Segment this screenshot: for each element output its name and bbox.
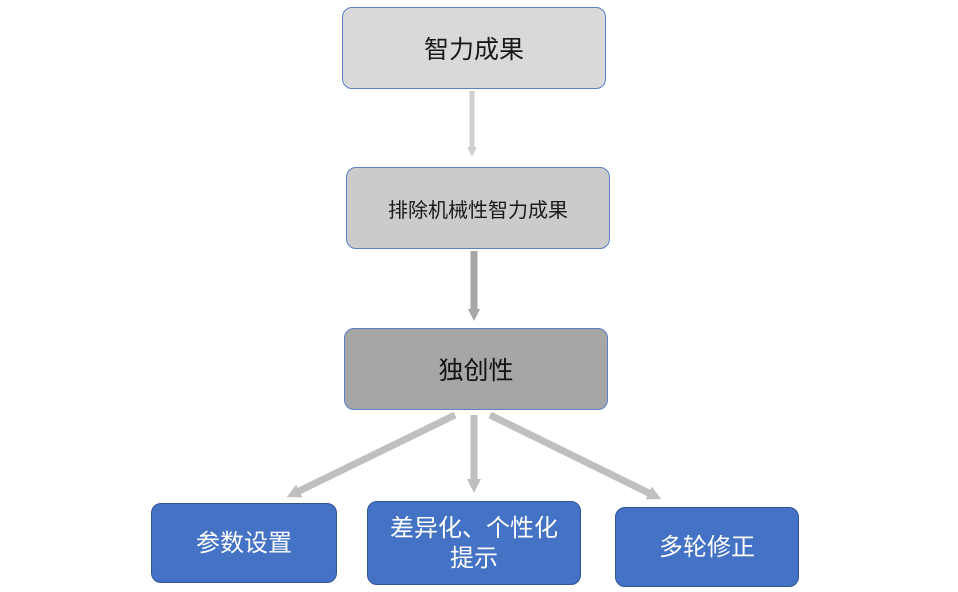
node-multi-round-revision: 多轮修正 bbox=[615, 507, 799, 587]
node-exclude-mechanical: 排除机械性智力成果 bbox=[346, 167, 610, 249]
arrow-third-to-left bbox=[286, 411, 457, 498]
node-intellectual-achievement: 智力成果 bbox=[342, 7, 606, 89]
node-personalized-prompts-line1: 差异化、个性化 bbox=[390, 514, 558, 542]
node-intellectual-achievement-label: 智力成果 bbox=[423, 35, 524, 64]
node-exclude-mechanical-label: 排除机械性智力成果 bbox=[388, 197, 568, 222]
node-originality: 独创性 bbox=[344, 328, 608, 410]
node-parameter-settings: 参数设置 bbox=[151, 503, 337, 583]
node-multi-round-revision-label: 多轮修正 bbox=[659, 533, 755, 561]
node-originality-label: 独创性 bbox=[438, 356, 514, 385]
node-personalized-prompts: 差异化、个性化 提示 bbox=[367, 501, 581, 585]
node-personalized-prompts-line2: 提示 bbox=[450, 544, 498, 572]
node-parameter-settings-label: 参数设置 bbox=[196, 529, 292, 557]
arrow-third-to-right bbox=[488, 411, 662, 500]
